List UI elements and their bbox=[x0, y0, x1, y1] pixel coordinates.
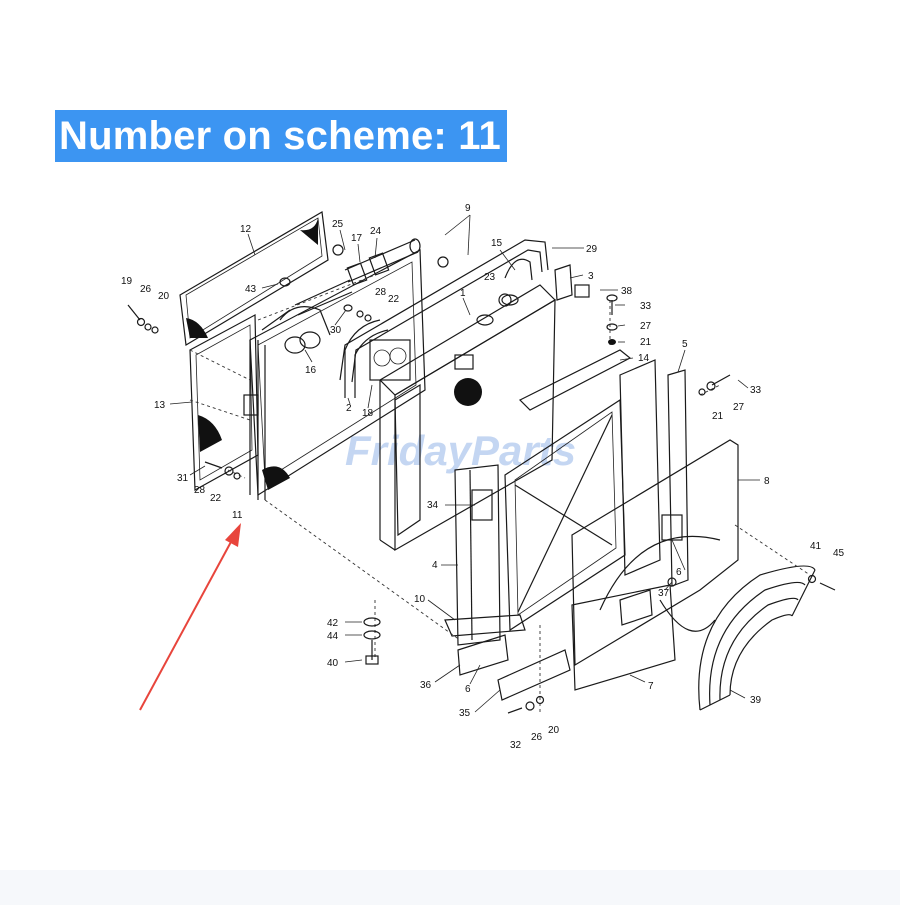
label-29: 29 bbox=[586, 244, 598, 255]
label-41: 41 bbox=[810, 541, 822, 552]
label-33: 33 bbox=[640, 301, 652, 312]
label-23: 23 bbox=[484, 272, 496, 283]
part-36-bracket bbox=[457, 634, 509, 676]
label-44: 44 bbox=[327, 631, 339, 642]
label-11: 11 bbox=[232, 510, 243, 521]
part-9-upper-pipes bbox=[294, 238, 449, 316]
label-36: 36 bbox=[420, 680, 432, 691]
label-37: 37 bbox=[658, 588, 670, 599]
label-5: 5 bbox=[682, 339, 688, 350]
label-32: 32 bbox=[510, 740, 522, 751]
label-25: 25 bbox=[332, 219, 344, 230]
part-4-support-bracket bbox=[444, 464, 526, 646]
part-5-right-bracket bbox=[667, 369, 689, 587]
label-28: 28 bbox=[375, 287, 387, 298]
label-45: 45 bbox=[833, 548, 845, 559]
label-13: 13 bbox=[154, 400, 166, 411]
label-34: 34 bbox=[427, 500, 439, 511]
alignment-lines bbox=[189, 274, 811, 715]
part-6-bracket-upper bbox=[619, 589, 653, 626]
label-30: 30 bbox=[330, 325, 342, 336]
label-18: 18 bbox=[362, 408, 374, 419]
label-20b: 20 bbox=[548, 725, 560, 736]
label-21: 21 bbox=[640, 337, 652, 348]
part-29-tube bbox=[339, 239, 549, 381]
part-7-lower-shroud bbox=[571, 584, 716, 691]
label-42: 42 bbox=[327, 618, 339, 629]
label-20: 20 bbox=[158, 291, 170, 302]
label-1: 1 bbox=[460, 288, 466, 299]
label-43: 43 bbox=[245, 284, 257, 295]
label-27: 27 bbox=[640, 321, 652, 332]
label-35: 35 bbox=[459, 708, 471, 719]
label-6b: 6 bbox=[465, 684, 471, 695]
label-38: 38 bbox=[621, 286, 633, 297]
label-16: 16 bbox=[305, 365, 317, 376]
part-1-radiator-housing bbox=[379, 284, 556, 552]
part-14-frame bbox=[504, 349, 661, 632]
part-39-fan-guard bbox=[698, 565, 816, 711]
label-22: 22 bbox=[388, 294, 400, 305]
label-27b: 27 bbox=[733, 402, 745, 413]
label-4: 4 bbox=[432, 560, 438, 571]
part-18-fan-shroud-small bbox=[369, 339, 411, 381]
part-35-bracket bbox=[497, 649, 571, 701]
label-14: 14 bbox=[638, 353, 650, 364]
label-7: 7 bbox=[648, 681, 654, 692]
part-12-top-screen bbox=[179, 211, 329, 346]
label-40: 40 bbox=[327, 658, 339, 669]
label-26b: 26 bbox=[531, 732, 543, 743]
label-26: 26 bbox=[140, 284, 152, 295]
label-17: 17 bbox=[351, 233, 363, 244]
label-33b: 33 bbox=[750, 385, 762, 396]
label-39: 39 bbox=[750, 695, 762, 706]
label-15: 15 bbox=[491, 238, 503, 249]
label-10: 10 bbox=[414, 594, 426, 605]
label-12: 12 bbox=[240, 224, 252, 235]
label-22b: 22 bbox=[210, 493, 222, 504]
hardware-icons bbox=[127, 258, 836, 714]
part-8-fan-shroud bbox=[571, 439, 739, 667]
part-13-side-screen bbox=[189, 314, 259, 492]
label-8: 8 bbox=[764, 476, 770, 487]
label-9: 9 bbox=[465, 203, 471, 214]
part-2-hose bbox=[344, 319, 389, 398]
part-11-radiator-core bbox=[243, 249, 426, 500]
label-31: 31 bbox=[177, 473, 189, 484]
label-6: 6 bbox=[676, 567, 682, 578]
bottom-band bbox=[0, 870, 900, 905]
label-24: 24 bbox=[370, 226, 382, 237]
label-3: 3 bbox=[588, 271, 594, 282]
label-19: 19 bbox=[121, 276, 133, 287]
label-2: 2 bbox=[346, 403, 352, 414]
label-28b: 28 bbox=[194, 485, 206, 496]
label-21b: 21 bbox=[712, 411, 724, 422]
scheme-number-header: Number on scheme: 11 bbox=[55, 110, 507, 162]
part-number-labels: 12 25 24 17 9 15 29 19 26 20 43 28 22 30… bbox=[121, 203, 845, 751]
leader-lines bbox=[169, 214, 760, 713]
watermark: FridayParts bbox=[345, 427, 576, 474]
pointer-arrow-icon bbox=[139, 523, 241, 711]
